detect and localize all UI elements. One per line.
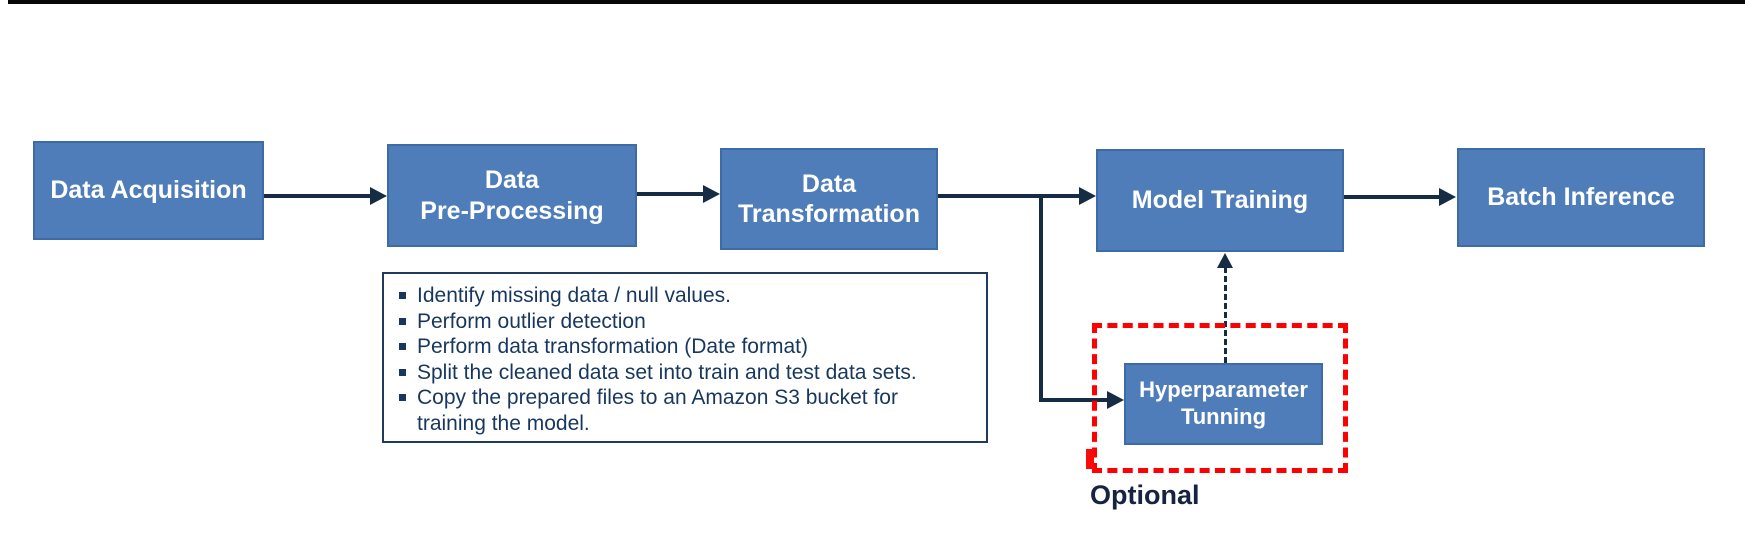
preprocessing-notes-box: Identify missing data / null values. Per…	[382, 272, 988, 443]
arrow-line	[1039, 398, 1107, 402]
node-model-training: Model Training	[1096, 149, 1344, 252]
node-label: Data Pre-Processing	[420, 166, 604, 225]
arrow-line	[637, 192, 703, 196]
arrowhead-right-icon	[1107, 391, 1124, 409]
node-label: Data Transformation	[738, 169, 920, 229]
note-item: Copy the prepared files to an Amazon S3 …	[399, 385, 972, 436]
note-item: Perform outlier detection	[399, 309, 972, 335]
top-divider-line	[8, 0, 1745, 4]
dashed-line-vertical	[1224, 267, 1227, 363]
preprocessing-notes-list: Identify missing data / null values. Per…	[384, 274, 986, 436]
arrow-line	[938, 194, 1079, 198]
note-item: Split the cleaned data set into train an…	[399, 360, 972, 386]
arrowhead-right-icon	[1439, 188, 1456, 206]
node-data-pre-processing: Data Pre-Processing	[387, 144, 637, 247]
node-data-acquisition: Data Acquisition	[33, 141, 264, 240]
node-batch-inference: Batch Inference	[1457, 148, 1705, 247]
node-label: Model Training	[1131, 186, 1309, 215]
node-label: Data Acquisition	[50, 176, 247, 205]
note-item: Perform data transformation (Date format…	[399, 334, 972, 360]
arrowhead-right-icon	[1079, 187, 1096, 205]
red-text-artifact	[1086, 449, 1094, 469]
node-hyperparameter-tunning: Hyperparameter Tunning	[1124, 363, 1323, 445]
note-item: Identify missing data / null values.	[399, 283, 972, 309]
arrowhead-up-icon	[1217, 253, 1233, 268]
node-label: Batch Inference	[1487, 183, 1675, 212]
optional-label: Optional	[1090, 480, 1200, 510]
arrow-line	[1344, 195, 1439, 199]
arrowhead-right-icon	[370, 187, 387, 205]
node-data-transformation: Data Transformation	[720, 148, 938, 250]
optional-group-outline	[1092, 323, 1348, 473]
node-label: Hyperparameter Tunning	[1139, 377, 1308, 429]
arrowhead-right-icon	[703, 185, 720, 203]
arrow-line-vertical	[1039, 194, 1043, 402]
arrow-line	[264, 194, 370, 198]
